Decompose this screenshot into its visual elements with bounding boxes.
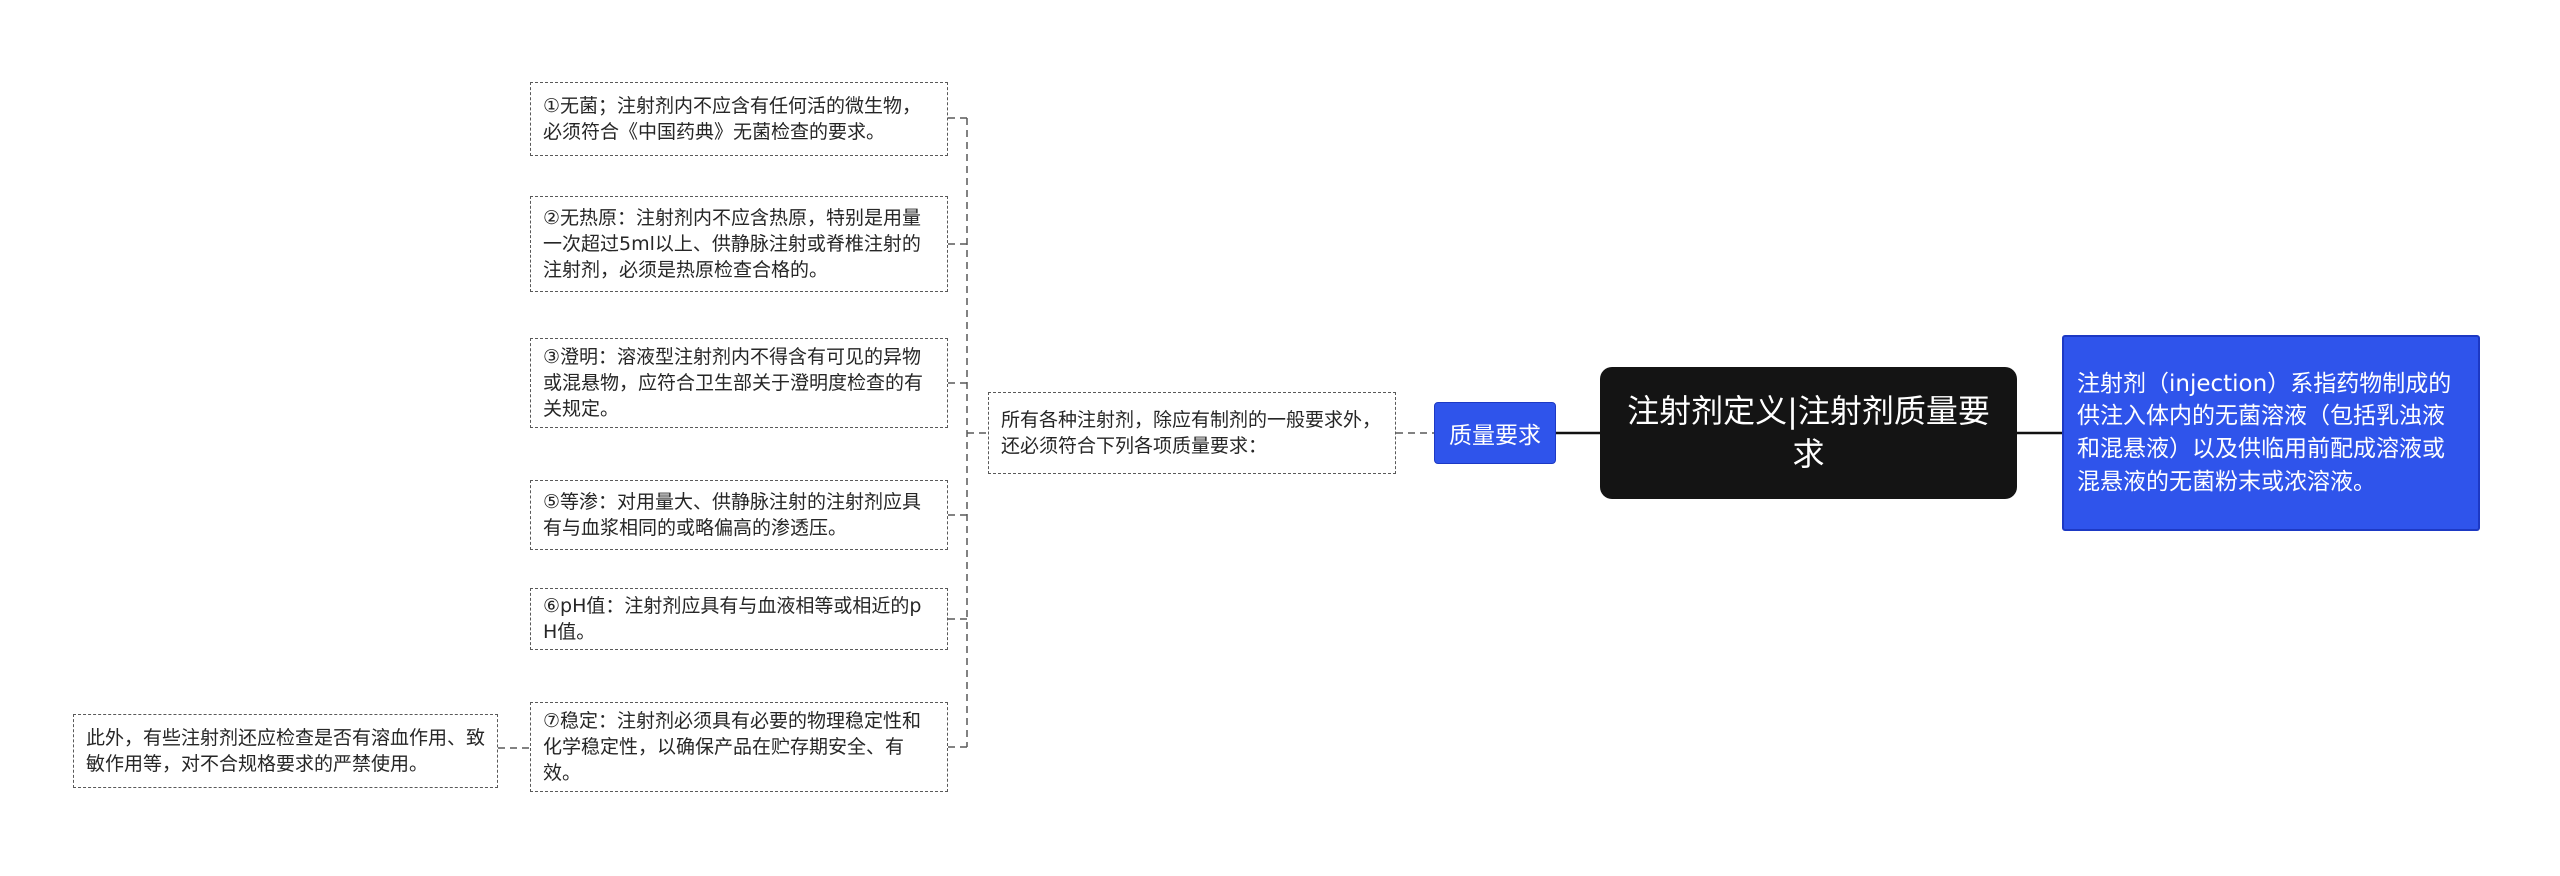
quality-intro-node: 所有各种注射剂，除应有制剂的一般要求外，还必须符合下列各项质量要求： bbox=[988, 392, 1396, 474]
definition-text: 注射剂（injection）系指药物制成的供注入体内的无菌溶液（包括乳浊液和混悬… bbox=[2077, 370, 2452, 495]
quality-label-text: 质量要求 bbox=[1449, 423, 1541, 449]
title-text: 注射剂定义|注射剂质量要求 bbox=[1627, 391, 1990, 473]
requirement-text: ②无热原：注射剂内不应含热原，特别是用量一次超过5ml以上、供静脉注射或脊椎注射… bbox=[543, 206, 922, 282]
note-text: 此外，有些注射剂还应检查是否有溶血作用、致敏作用等，对不合规格要求的严禁使用。 bbox=[86, 726, 486, 775]
title-node: 注射剂定义|注射剂质量要求 bbox=[1600, 367, 2017, 499]
requirement-node-isotonicity: ⑤等渗：对用量大、供静脉注射的注射剂应具有与血浆相同的或略偏高的渗透压。 bbox=[530, 480, 948, 550]
requirement-node-pyrogen-free: ②无热原：注射剂内不应含热原，特别是用量一次超过5ml以上、供静脉注射或脊椎注射… bbox=[530, 196, 948, 292]
requirement-text: ①无菌；注射剂内不应含有任何活的微生物，必须符合《中国药典》无菌检查的要求。 bbox=[543, 94, 922, 143]
requirement-text: ⑥pH值：注射剂应具有与血液相等或相近的pH值。 bbox=[543, 594, 922, 643]
requirement-node-clarity: ③澄明：溶液型注射剂内不得含有可见的异物或混悬物，应符合卫生部关于澄明度检查的有… bbox=[530, 338, 948, 428]
requirement-node-ph: ⑥pH值：注射剂应具有与血液相等或相近的pH值。 bbox=[530, 588, 948, 650]
requirement-text: ⑦稳定：注射剂必须具有必要的物理稳定性和化学稳定性，以确保产品在贮存期安全、有效… bbox=[543, 709, 922, 785]
quality-label-node: 质量要求 bbox=[1434, 402, 1556, 464]
requirement-node-sterility: ①无菌；注射剂内不应含有任何活的微生物，必须符合《中国药典》无菌检查的要求。 bbox=[530, 82, 948, 156]
requirement-text: ③澄明：溶液型注射剂内不得含有可见的异物或混悬物，应符合卫生部关于澄明度检查的有… bbox=[543, 345, 924, 421]
note-node: 此外，有些注射剂还应检查是否有溶血作用、致敏作用等，对不合规格要求的严禁使用。 bbox=[73, 714, 498, 788]
requirement-node-stability: ⑦稳定：注射剂必须具有必要的物理稳定性和化学稳定性，以确保产品在贮存期安全、有效… bbox=[530, 702, 948, 792]
requirement-text: ⑤等渗：对用量大、供静脉注射的注射剂应具有与血浆相同的或略偏高的渗透压。 bbox=[543, 490, 922, 539]
definition-node: 注射剂（injection）系指药物制成的供注入体内的无菌溶液（包括乳浊液和混悬… bbox=[2062, 335, 2480, 531]
quality-intro-text: 所有各种注射剂，除应有制剂的一般要求外，还必须符合下列各项质量要求： bbox=[1001, 408, 1382, 457]
